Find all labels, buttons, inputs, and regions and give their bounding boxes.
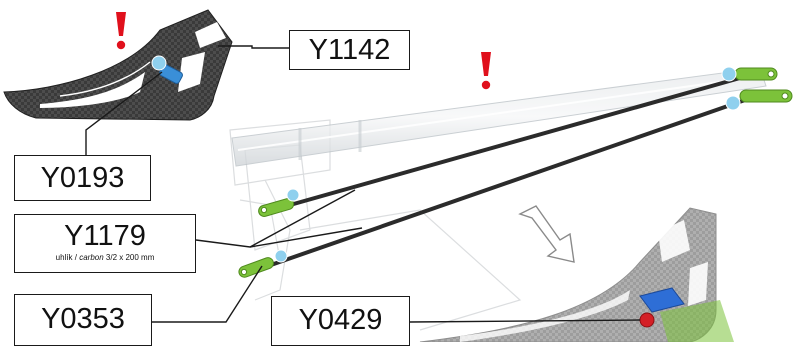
part-code: Y1179 (64, 220, 146, 252)
warning-exclamation-icon (116, 12, 126, 50)
tail-boom (231, 67, 767, 167)
material-english: carbon (79, 253, 104, 262)
tail-fin-top (3, 9, 233, 121)
marker-dot (721, 66, 737, 82)
support-rod-lower (266, 98, 747, 268)
end-link-rear-lower (739, 89, 793, 103)
leader-y0429 (409, 319, 641, 323)
part-dimensions: 3/2 x 200 mm (105, 253, 155, 262)
part-label-y1142: Y1142 (289, 30, 410, 70)
marker-dot (151, 55, 167, 71)
support-rod-upper (288, 76, 742, 207)
tail-fin-bottom (419, 207, 734, 342)
marker-dot (274, 249, 288, 263)
part-label-y1179: Y1179 uhlík / carbon 3/2 x 200 mm (14, 214, 196, 273)
zoom-arrow-icon (518, 205, 575, 263)
part-code: Y0429 (298, 304, 383, 336)
part-material-note: uhlík / carbon 3/2 x 200 mm (15, 254, 195, 262)
leader-y1142 (218, 45, 290, 49)
end-links (238, 67, 793, 278)
part-code: Y1142 (308, 34, 391, 66)
part-label-y0429: Y0429 (271, 296, 410, 346)
warning-exclamation-icon-boom (481, 52, 491, 90)
part-code: Y0353 (41, 303, 125, 335)
part-label-y0353: Y0353 (14, 294, 152, 346)
end-link-rear-upper (734, 67, 778, 81)
carbon-support-rods (266, 76, 747, 268)
leader-y0353 (152, 265, 263, 323)
fin-mount-red-nut (639, 312, 655, 328)
part-label-y0193: Y0193 (14, 155, 151, 201)
leader-y0193 (85, 71, 163, 155)
part-code: Y0193 (40, 162, 125, 194)
material-czech: uhlík / (55, 253, 77, 262)
callout-leader-lines (85, 45, 641, 323)
marker-dot (286, 188, 300, 202)
fin-mount-blue-clamp (639, 287, 685, 313)
marker-dot (725, 95, 741, 111)
leader-y1179-lower (249, 227, 363, 248)
position-markers (151, 55, 741, 263)
end-link-front-upper (258, 198, 295, 217)
